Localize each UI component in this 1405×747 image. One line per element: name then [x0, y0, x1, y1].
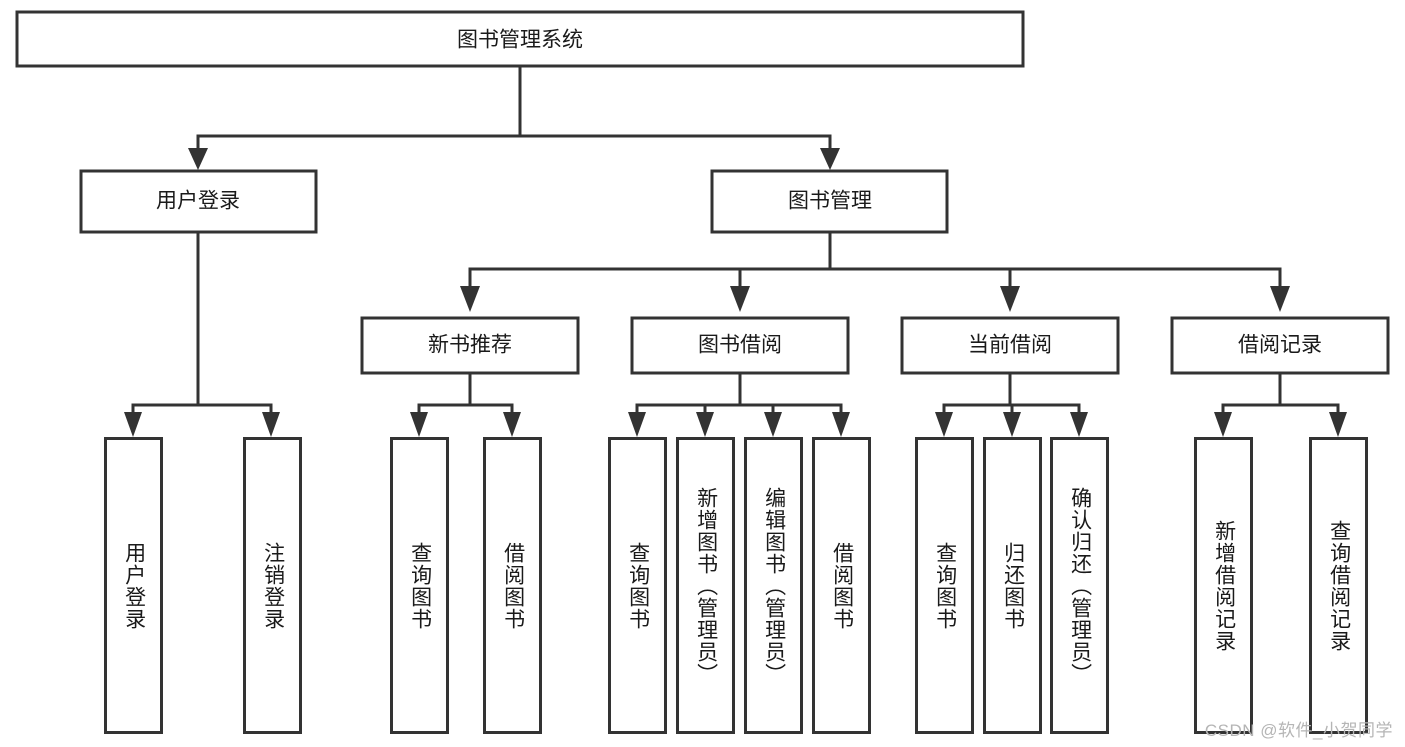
leaf-user-login-label: 用户登录	[122, 541, 146, 630]
arrow-head-icon	[730, 286, 750, 312]
leaf-borrow-book-recommend[interactable]: 借阅图书	[483, 437, 542, 734]
leaf-query-book-borrow-label: 查询图书	[626, 541, 650, 630]
node-user-login[interactable]: 用户登录	[79, 169, 318, 234]
node-borrow-record[interactable]: 借阅记录	[1170, 316, 1390, 375]
arrow-head-icon	[460, 286, 480, 312]
arrow-head-icon	[1070, 412, 1088, 437]
node-root-box[interactable]	[15, 10, 1025, 68]
connector-user-login-to-leaves	[124, 230, 280, 437]
leaf-edit-book-admin[interactable]: 编辑图书（管理员）	[744, 437, 803, 734]
node-user-login-label: 用户登录	[156, 190, 240, 213]
arrow-head-icon	[1003, 412, 1021, 437]
arrow-head-icon	[935, 412, 953, 437]
leaf-logout[interactable]: 注销登录	[243, 437, 302, 734]
leaf-query-book-current-label: 查询图书	[933, 541, 957, 630]
arrow-head-icon	[764, 412, 782, 437]
arrow-head-icon	[262, 412, 280, 437]
leaf-query-borrow-record[interactable]: 查询借阅记录	[1309, 437, 1368, 734]
node-book-borrow-label: 图书借阅	[698, 334, 782, 357]
arrow-head-icon	[820, 148, 840, 170]
node-current-borrow-label: 当前借阅	[968, 334, 1052, 357]
node-new-book-recommend-box[interactable]	[360, 316, 580, 375]
connector-root-to-level2	[188, 64, 840, 170]
leaf-add-borrow-record-label: 新增借阅记录	[1212, 519, 1236, 652]
leaf-query-book-recommend[interactable]: 查询图书	[390, 437, 449, 734]
node-new-book-recommend-label: 新书推荐	[428, 334, 512, 357]
node-book-management-label: 图书管理	[788, 190, 872, 213]
node-current-borrow[interactable]: 当前借阅	[900, 316, 1120, 375]
node-root[interactable]: 图书管理系统	[15, 10, 1025, 68]
node-book-management-box[interactable]	[710, 169, 949, 234]
leaf-query-borrow-record-label: 查询借阅记录	[1327, 519, 1351, 652]
arrow-head-icon	[410, 412, 428, 437]
leaf-add-book-admin[interactable]: 新增图书（管理员）	[676, 437, 735, 734]
node-book-management[interactable]: 图书管理	[710, 169, 949, 234]
connector-borrow-record-to-leaves	[1214, 371, 1347, 437]
leaf-query-book-borrow[interactable]: 查询图书	[608, 437, 667, 734]
connector-book-management-to-level3	[460, 230, 1290, 312]
node-book-borrow-box[interactable]	[630, 316, 850, 375]
leaf-add-book-admin-label: 新增图书（管理员）	[694, 486, 718, 685]
leaf-borrow-book[interactable]: 借阅图书	[812, 437, 871, 734]
leaf-return-book-label: 归还图书	[1001, 541, 1025, 630]
leaf-query-book-recommend-label: 查询图书	[408, 541, 432, 630]
arrow-head-icon	[188, 148, 208, 170]
node-user-login-box[interactable]	[79, 169, 318, 234]
arrow-head-icon	[124, 412, 142, 437]
leaf-return-book[interactable]: 归还图书	[983, 437, 1042, 734]
node-borrow-record-box[interactable]	[1170, 316, 1390, 375]
leaf-confirm-return-admin[interactable]: 确认归还（管理员）	[1050, 437, 1109, 734]
arrow-head-icon	[628, 412, 646, 437]
arrow-head-icon	[1270, 286, 1290, 312]
node-book-borrow[interactable]: 图书借阅	[630, 316, 850, 375]
node-new-book-recommend[interactable]: 新书推荐	[360, 316, 580, 375]
arrow-head-icon	[1214, 412, 1232, 437]
arrow-head-icon	[832, 412, 850, 437]
arrow-head-icon	[1329, 412, 1347, 437]
leaf-add-borrow-record[interactable]: 新增借阅记录	[1194, 437, 1253, 734]
connector-new-book-recommend-to-leaves	[410, 371, 521, 437]
leaf-logout-label: 注销登录	[261, 541, 285, 630]
node-borrow-record-label: 借阅记录	[1238, 334, 1322, 357]
leaf-confirm-return-admin-label: 确认归还（管理员）	[1068, 486, 1092, 685]
connector-book-borrow-to-leaves	[628, 371, 850, 437]
arrow-head-icon	[696, 412, 714, 437]
connector-current-borrow-to-leaves	[935, 371, 1088, 437]
arrow-head-icon	[1000, 286, 1020, 312]
leaf-query-book-current[interactable]: 查询图书	[915, 437, 974, 734]
arrow-head-icon	[503, 412, 521, 437]
leaf-edit-book-admin-label: 编辑图书（管理员）	[762, 486, 786, 685]
leaf-user-login[interactable]: 用户登录	[104, 437, 163, 734]
leaf-borrow-book-recommend-label: 借阅图书	[501, 541, 525, 630]
node-root-label: 图书管理系统	[457, 29, 583, 52]
leaf-borrow-book-label: 借阅图书	[830, 541, 854, 630]
